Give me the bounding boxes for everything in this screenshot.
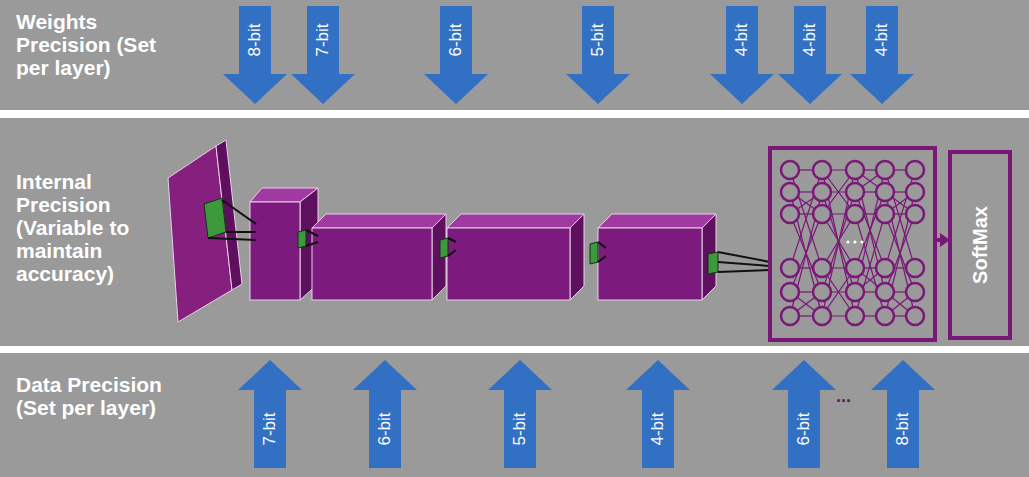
band-title: Internal Precision (Variable to maintain… [16, 170, 166, 285]
ellipsis-dot [846, 240, 849, 243]
arrow-fill [871, 360, 935, 468]
neuron [781, 307, 799, 325]
neuron [781, 161, 799, 179]
precision-band: Data Precision (Set per layer) 7-bit 6-bit… [0, 353, 1029, 477]
bit-arrow: 5-bit [566, 6, 630, 104]
neuron [906, 183, 924, 201]
neuron [906, 259, 924, 277]
bit-width-label: 4-bit [648, 412, 668, 445]
neuron [876, 283, 894, 301]
arrow-fill [424, 6, 488, 104]
precision-band: Internal Precision (Variable to maintain… [0, 118, 1029, 346]
bit-arrow: 8-bit [223, 6, 287, 104]
neuron [813, 259, 831, 277]
arrow-fill [488, 360, 552, 468]
neuron [906, 161, 924, 179]
neuron [846, 259, 864, 277]
neuron [906, 205, 924, 223]
arrow-fill [223, 6, 287, 104]
bit-width-label: 4-bit [872, 23, 892, 56]
bit-arrow: 8-bit [871, 360, 935, 468]
bit-width-label: 6-bit [794, 412, 814, 445]
neuron [781, 183, 799, 201]
neuron [813, 183, 831, 201]
band-title: Weights Precision (Set per layer) [16, 10, 188, 79]
bit-width-label: 8-bit [893, 412, 913, 445]
bit-width-label: 5-bit [588, 23, 608, 56]
ellipsis-dot [860, 240, 863, 243]
bit-arrow: 6-bit [772, 360, 836, 468]
bit-arrow: 4-bit [710, 6, 774, 104]
neuron [846, 307, 864, 325]
bit-width-label: 7-bit [313, 23, 333, 56]
neuron [906, 307, 924, 325]
bit-arrow: 7-bit [238, 360, 302, 468]
arrow-fill [772, 360, 836, 468]
softmax-label: SoftMax [969, 206, 992, 284]
neuron [846, 161, 864, 179]
bit-width-label: 7-bit [260, 412, 280, 445]
neuron [781, 283, 799, 301]
neuron [813, 283, 831, 301]
ellipsis-label: ... [836, 386, 851, 407]
arrow-fill [566, 6, 630, 104]
bit-arrow: 4-bit [626, 360, 690, 468]
neuron [813, 161, 831, 179]
bit-arrow: 5-bit [488, 360, 552, 468]
neuron [876, 205, 894, 223]
bit-width-label: 4-bit [800, 23, 820, 56]
neuron [876, 183, 894, 201]
cnn-illustration [0, 118, 1029, 346]
neuron [846, 183, 864, 201]
softmax-box: SoftMax [948, 150, 1012, 340]
arrow-fill [778, 6, 842, 104]
bit-arrow: 6-bit [353, 360, 417, 468]
band-title: Data Precision (Set per layer) [16, 373, 188, 419]
neuron [876, 259, 894, 277]
neuron [781, 259, 799, 277]
arrow-fill [291, 6, 355, 104]
bit-width-label: 6-bit [446, 23, 466, 56]
bit-arrow: 4-bit [850, 6, 914, 104]
precision-band: Weights Precision (Set per layer) 8-bit 7-… [0, 0, 1029, 110]
arrow-fill [238, 360, 302, 468]
neuron [813, 205, 831, 223]
bit-width-label: 6-bit [375, 412, 395, 445]
arrow-fill [353, 360, 417, 468]
neuron [813, 307, 831, 325]
bit-arrow: 7-bit [291, 6, 355, 104]
neuron [876, 161, 894, 179]
ellipsis-dot [853, 240, 856, 243]
bit-width-label: 5-bit [510, 412, 530, 445]
neuron [906, 283, 924, 301]
bit-width-label: 4-bit [732, 23, 752, 56]
neuron [846, 205, 864, 223]
bit-width-label: 8-bit [245, 23, 265, 56]
neuron [846, 283, 864, 301]
arrow-fill [850, 6, 914, 104]
arrow-fill [710, 6, 774, 104]
neuron [781, 205, 799, 223]
bit-arrow: 6-bit [424, 6, 488, 104]
bit-arrow: 4-bit [778, 6, 842, 104]
neuron [876, 307, 894, 325]
arrow-fill [626, 360, 690, 468]
